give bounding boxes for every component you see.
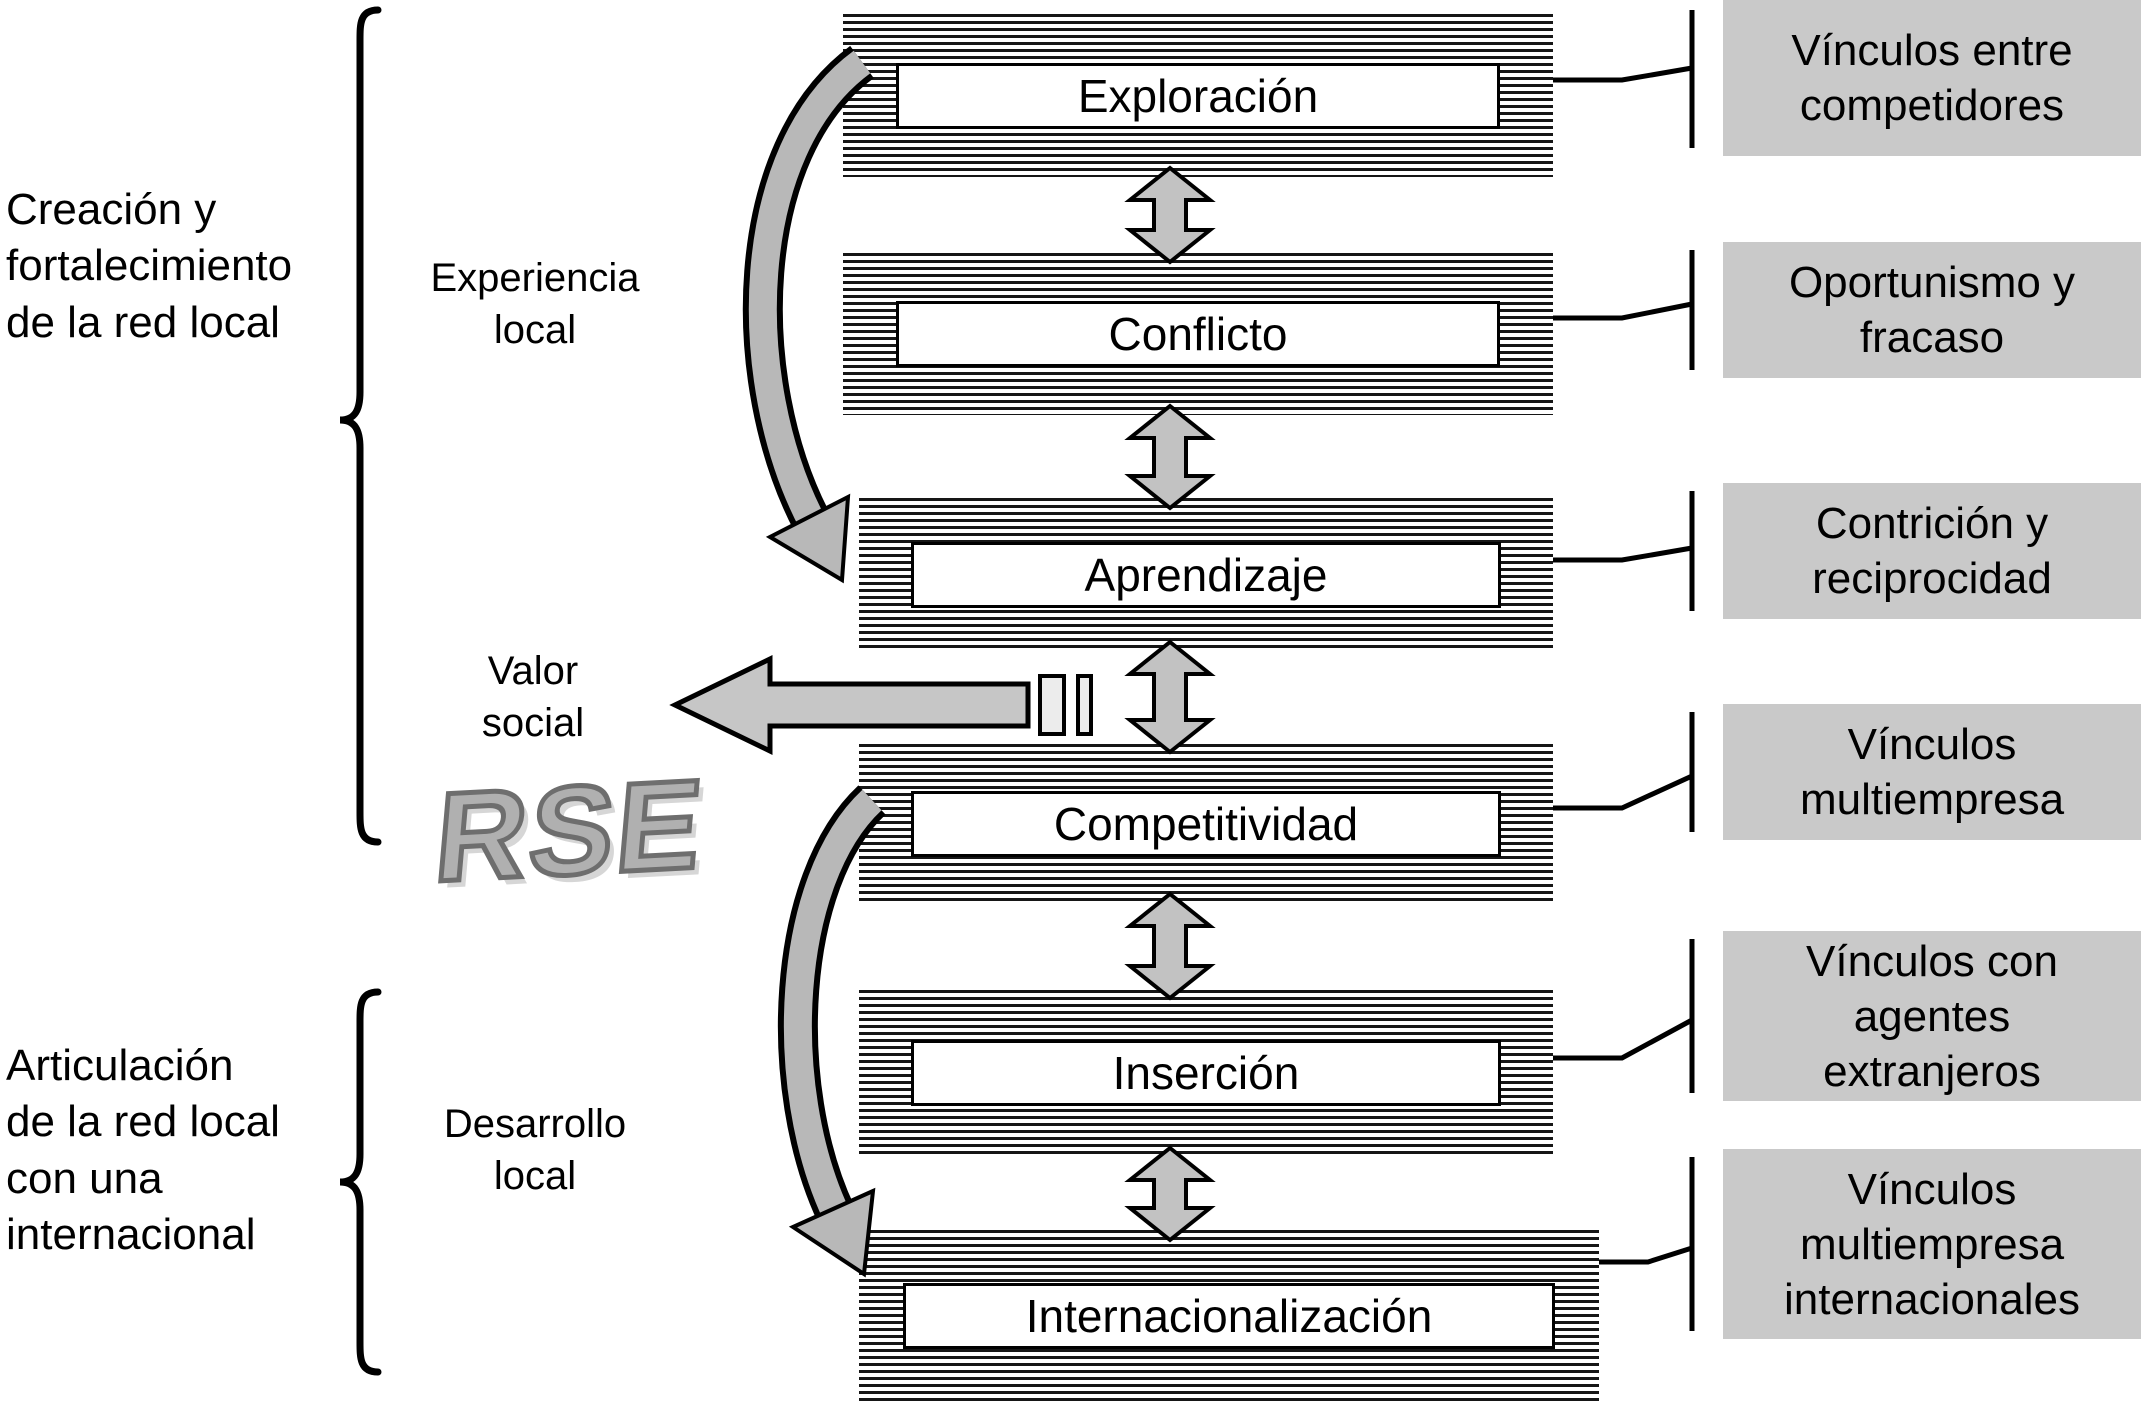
annotation-connector-lines xyxy=(1553,10,1695,1331)
stage-box-internacionalizacion: Internacionalización xyxy=(859,1230,1599,1402)
group-label-articulacion-red: Articulación de la red local con una int… xyxy=(6,1041,280,1259)
stage-label-internacionalizacion: Internacionalización xyxy=(903,1283,1555,1349)
stage-box-conflicto: Conflicto xyxy=(843,253,1553,415)
stage-label-conflicto: Conflicto xyxy=(896,301,1500,367)
stage-box-exploracion: Exploración xyxy=(843,14,1553,177)
rse-wordart: RSE xyxy=(427,750,712,911)
label-desarrollo-local: Desarrollo local xyxy=(443,1102,627,1198)
annotation-box-vinculos-entre-competidores: Vínculos entre competidores xyxy=(1723,0,2141,156)
annotation-box-vinculos-multiempresa-internacionales: Vínculos multiempresa internacionales xyxy=(1723,1149,2141,1339)
label-experiencia-local: Experiencia local xyxy=(430,256,640,352)
annotation-box-oportunismo-y-fracaso: Oportunismo y fracaso xyxy=(1723,242,2141,378)
stage-label-aprendizaje: Aprendizaje xyxy=(911,541,1501,608)
small-bar-1-icon xyxy=(1038,674,1066,736)
connector-conflicto xyxy=(1553,301,1693,321)
bidirectional-arrow-2-icon xyxy=(1124,403,1216,511)
stage-label-exploracion: Exploración xyxy=(896,62,1500,129)
bidirectional-arrow-5-icon xyxy=(1124,1145,1216,1243)
brace-top-group-icon xyxy=(339,6,382,846)
connector-insercion xyxy=(1553,1017,1694,1061)
small-bar-2-icon xyxy=(1076,674,1093,736)
annotation-box-vinculos-agentes-extranjeros: Vínculos con agentes extranjeros xyxy=(1723,931,2141,1101)
bidirectional-arrow-3-icon xyxy=(1124,639,1216,755)
valor-social-arrow-icon xyxy=(669,655,1031,755)
bidirectional-arrow-4-icon xyxy=(1124,891,1216,1001)
stage-box-insercion: Inserción xyxy=(859,990,1553,1156)
stage-label-competitividad: Competitividad xyxy=(911,790,1501,857)
label-valor-social: Valor social xyxy=(481,649,585,745)
stage-label-insercion: Inserción xyxy=(911,1040,1501,1106)
annotation-box-vinculos-multiempresa: Vínculos multiempresa xyxy=(1723,704,2141,840)
stage-box-aprendizaje: Aprendizaje xyxy=(859,498,1553,651)
annotation-box-contricion-y-reciprocidad: Contrición y reciprocidad xyxy=(1723,483,2141,619)
bidirectional-arrow-1-icon xyxy=(1124,165,1216,265)
connector-aprendizaje xyxy=(1553,545,1693,563)
curved-arrow-top-head xyxy=(765,493,851,584)
group-label-creacion-red-local: Creación y fortalecimiento de la red loc… xyxy=(6,185,293,347)
connector-internacionalizacion xyxy=(1599,1245,1693,1265)
stage-box-competitividad: Competitividad xyxy=(859,744,1553,903)
connector-competitividad xyxy=(1553,773,1694,811)
connector-exploracion xyxy=(1553,65,1693,83)
